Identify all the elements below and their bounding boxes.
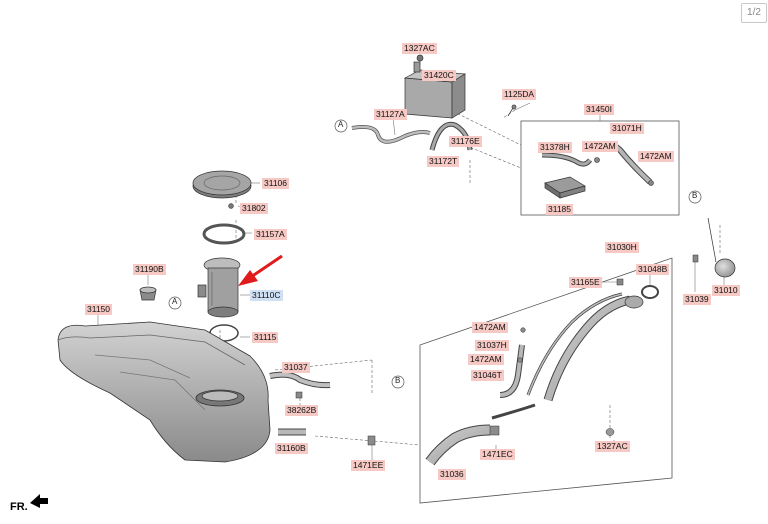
front-direction-label: FR. xyxy=(10,501,28,513)
part-label-1327ac-top[interactable]: 1327AC xyxy=(402,43,437,54)
vapor-group-box xyxy=(520,120,680,216)
part-label-31046t[interactable]: 31046T xyxy=(471,370,504,381)
bracket-1471ee xyxy=(367,435,376,446)
callout-a-top: A xyxy=(338,120,344,129)
part-label-31172t[interactable]: 31172T xyxy=(427,156,460,167)
fill-hose-31036 xyxy=(425,424,491,466)
part-label-31037[interactable]: 31037 xyxy=(282,362,310,373)
vapor-hose-31127a xyxy=(351,124,431,144)
canister-31420c xyxy=(403,54,467,119)
filter-31185 xyxy=(544,176,586,199)
callout-a-left: A xyxy=(172,297,178,306)
part-label-31802[interactable]: 31802 xyxy=(240,203,268,214)
part-label-1472am-d[interactable]: 1472AM xyxy=(468,354,504,365)
part-label-31110c-selected[interactable]: 31110C xyxy=(250,290,283,301)
callout-b-bottom: B xyxy=(395,376,401,385)
filler-cap-ring-31048b xyxy=(624,285,659,309)
part-label-38262b[interactable]: 38262B xyxy=(285,405,319,416)
part-label-31039[interactable]: 31039 xyxy=(683,294,711,305)
part-label-31160b[interactable]: 31160B xyxy=(275,443,308,454)
part-label-31157a[interactable]: 31157A xyxy=(254,229,287,240)
fuel-pump-module-31110c xyxy=(197,257,241,318)
gasket-31157a xyxy=(202,223,246,245)
fuel-cap-31010 xyxy=(707,217,736,278)
callout-b-right: B xyxy=(692,191,698,200)
screw-31039 xyxy=(692,254,699,263)
part-label-1125da[interactable]: 1125DA xyxy=(502,89,537,100)
part-label-1472am-c[interactable]: 1472AM xyxy=(472,322,508,333)
vapor-hose-31378h xyxy=(541,152,593,167)
clamp-38262b xyxy=(295,391,303,399)
bolt-31802 xyxy=(228,203,234,209)
breather-hose-31046t xyxy=(499,344,525,398)
pump-plate-31106 xyxy=(192,170,252,199)
part-label-31030h[interactable]: 31030H xyxy=(605,242,639,253)
filler-neck-31030h xyxy=(491,292,632,420)
part-label-31048b[interactable]: 31048B xyxy=(636,264,670,275)
part-label-31420c[interactable]: 31420C xyxy=(422,70,456,81)
part-label-31185[interactable]: 31185 xyxy=(546,204,574,215)
part-label-1472am-b[interactable]: 1472AM xyxy=(638,151,674,162)
bolt-1327ac-bottom xyxy=(605,428,615,436)
filler-group-box xyxy=(419,257,673,504)
part-label-1327ac-bottom[interactable]: 1327AC xyxy=(595,441,630,452)
clip-1471ec xyxy=(489,425,500,436)
part-label-1471ec[interactable]: 1471EC xyxy=(480,449,515,460)
part-label-31036[interactable]: 31036 xyxy=(438,469,466,480)
part-label-31165e[interactable]: 31165E xyxy=(569,277,602,288)
page-indicator[interactable]: 1/2 xyxy=(741,3,767,23)
part-label-31190b[interactable]: 31190B xyxy=(133,264,166,275)
part-label-31176e[interactable]: 31176E xyxy=(449,136,482,147)
clamp-1472am xyxy=(594,157,654,186)
part-label-31378h[interactable]: 31378H xyxy=(538,142,572,153)
part-label-31115[interactable]: 31115 xyxy=(252,332,279,343)
bolt-1125da xyxy=(507,104,517,117)
part-label-31010[interactable]: 31010 xyxy=(712,285,740,296)
clamp-1472am-bottom xyxy=(517,327,526,363)
part-label-31037h[interactable]: 31037H xyxy=(475,340,509,351)
highlight-arrow xyxy=(238,254,283,286)
part-label-31150[interactable]: 31150 xyxy=(85,304,113,315)
front-direction-arrow xyxy=(30,494,48,508)
clip-31165e xyxy=(616,278,624,286)
part-label-31106[interactable]: 31106 xyxy=(262,178,290,189)
part-label-31127a[interactable]: 31127A xyxy=(374,109,407,120)
connector-31190b xyxy=(139,286,157,301)
fuel-tank-31150 xyxy=(57,321,271,463)
part-label-31450i[interactable]: 31450I xyxy=(584,104,614,115)
hose-31037 xyxy=(269,371,331,389)
part-label-1471ee[interactable]: 1471EE xyxy=(351,460,386,471)
part-label-31071h[interactable]: 31071H xyxy=(610,123,644,134)
part-label-1472am-a[interactable]: 1472AM xyxy=(582,141,618,152)
callout-circles xyxy=(168,119,702,389)
